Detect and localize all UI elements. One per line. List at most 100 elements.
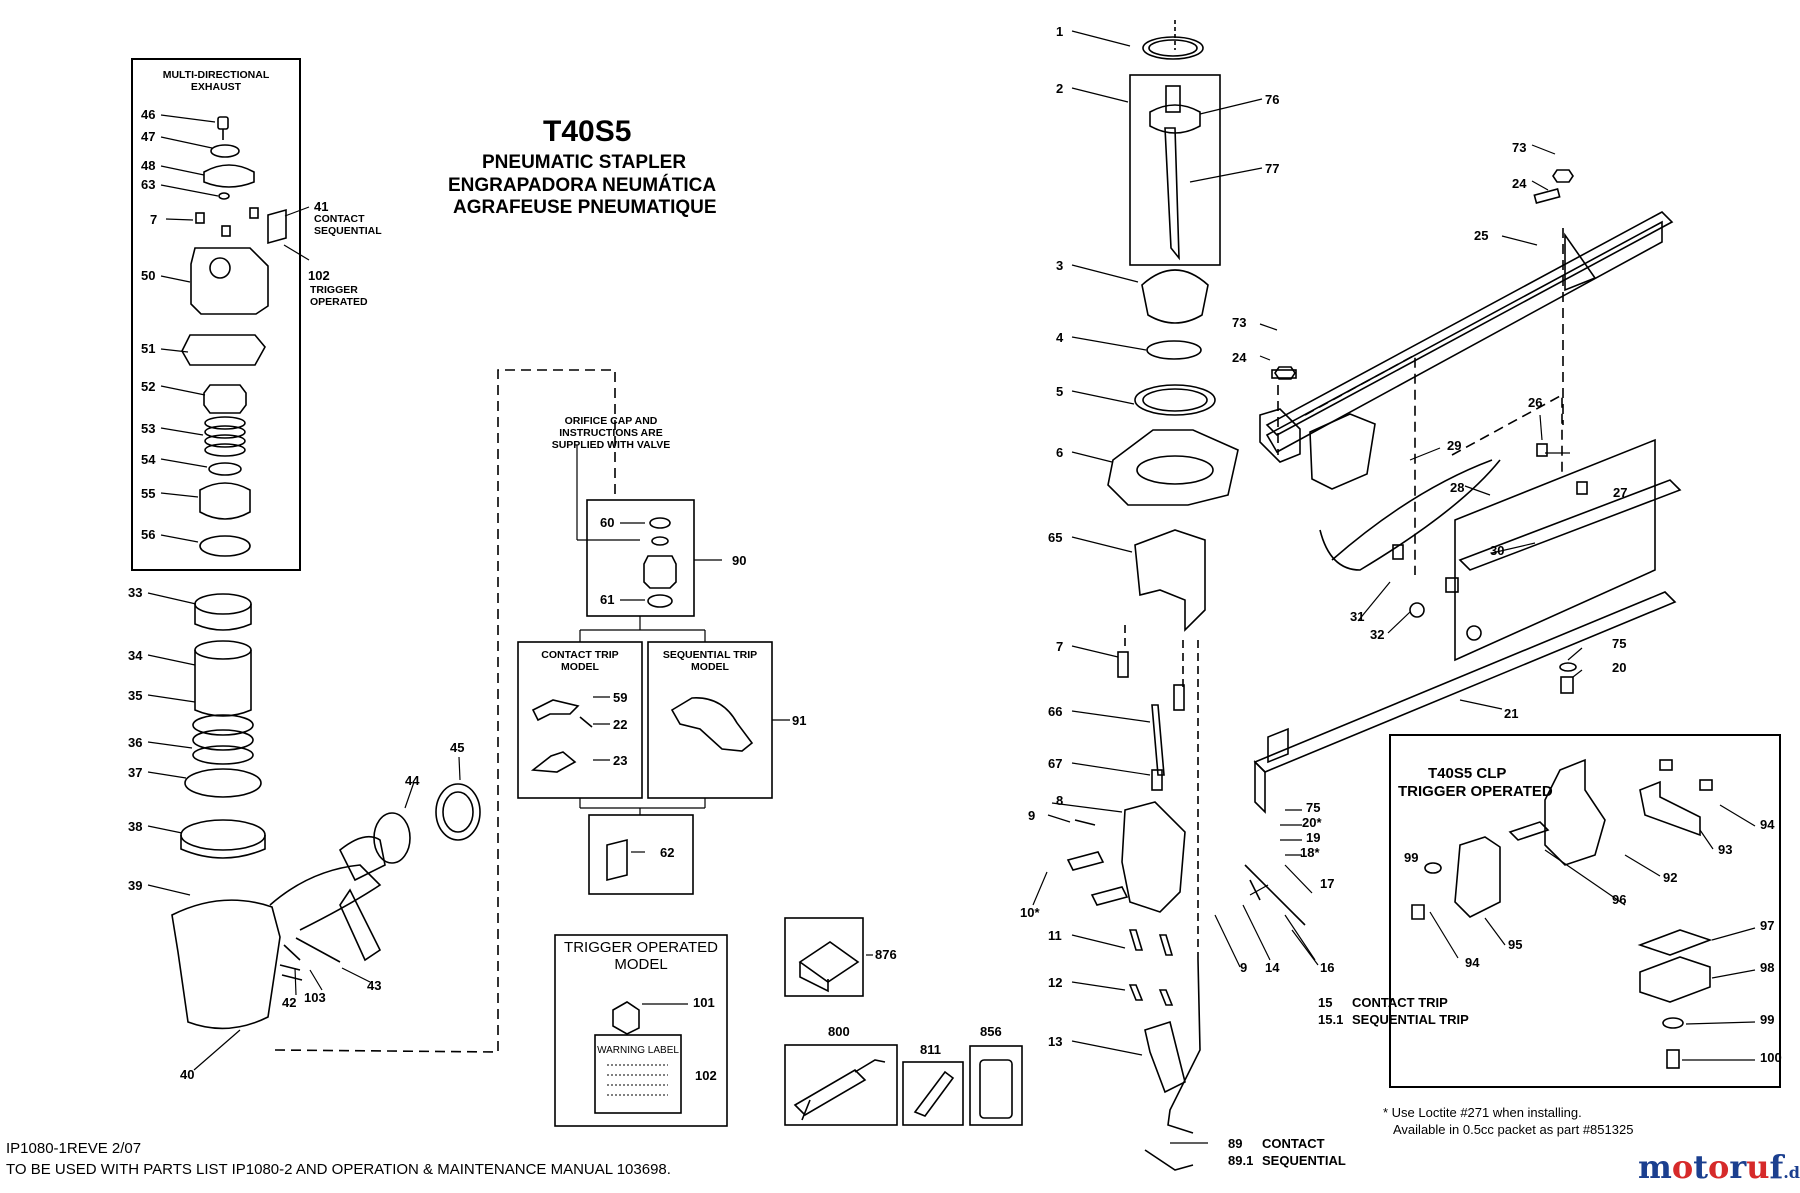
callout-c40: 40: [180, 1067, 195, 1082]
callout-c62: 62: [660, 845, 675, 860]
callout-c55: 55: [141, 486, 156, 501]
callout-c39: 39: [128, 878, 143, 893]
clp-title-1: T40S5 CLP: [1428, 765, 1507, 782]
callout-c23: 23: [613, 753, 628, 768]
callout-c7a: 7: [150, 212, 158, 227]
callout-c16: 16: [1320, 960, 1335, 975]
callout-c31: 31: [1350, 609, 1365, 624]
callout-c21: 21: [1504, 706, 1519, 721]
callout-c94a: 94: [1465, 955, 1480, 970]
callout-c14: 14: [1265, 960, 1280, 975]
callout-c5: 5: [1056, 384, 1064, 399]
brand-letter: o: [1671, 1148, 1694, 1186]
brand-suffix: .de: [1783, 1163, 1800, 1182]
callout-c46: 46: [141, 107, 156, 122]
callout-c9a: 9: [1028, 808, 1036, 823]
warning-label-text: WARNING LABEL: [597, 1045, 679, 1056]
brand-letter: m: [1638, 1148, 1672, 1186]
callout-c8: 8: [1056, 793, 1064, 808]
label-891-text: SEQUENTIAL: [1262, 1153, 1346, 1168]
label-15-text: CONTACT TRIP: [1352, 995, 1448, 1010]
callout-c73a: 73: [1232, 315, 1247, 330]
center-column: [1066, 20, 1306, 1171]
callout-c60: 60: [600, 515, 615, 530]
center-leaders: [1032, 30, 1319, 1144]
brand-letter: u: [1746, 1148, 1770, 1186]
housing-leaders: [147, 592, 461, 1071]
callout-c102b: 102: [695, 1068, 717, 1083]
callout-c18: 18*: [1300, 845, 1320, 860]
callout-c19: 19: [1306, 830, 1321, 845]
callout-c33: 33: [128, 585, 143, 600]
exhaust-title: MULTI-DIRECTIONAL EXHAUST: [162, 69, 270, 93]
card-856-box: [969, 1045, 1023, 1126]
callout-c43: 43: [367, 978, 382, 993]
callout-c34: 34: [128, 648, 143, 663]
callout-c45: 45: [450, 740, 465, 755]
dashed-connector: [274, 369, 616, 1053]
title-fr: AGRAFEUSE PNEUMATIQUE: [453, 197, 717, 218]
callout-c27: 27: [1613, 485, 1628, 500]
orifice-note: ORIFICE CAP AND INSTRUCTIONS ARE SUPPLIE…: [551, 415, 671, 451]
callout-c94b: 94: [1760, 817, 1775, 832]
callout-c59: 59: [613, 690, 628, 705]
housing-parts: [171, 593, 481, 1030]
callout-c90: 90: [732, 553, 747, 568]
brand-letter: r: [1729, 1148, 1747, 1186]
callout-c76: 76: [1265, 92, 1280, 107]
callout-c30: 30: [1490, 543, 1505, 558]
callout-c73b: 73: [1512, 140, 1527, 155]
callout-c1: 1: [1056, 24, 1064, 39]
callout-c54: 54: [141, 452, 156, 467]
brand-letter: o: [1707, 1148, 1730, 1186]
trigger-operated-label: TRIGGER OPERATED: [310, 284, 368, 308]
label-151-num: 15.1: [1318, 1012, 1344, 1027]
callout-c48: 48: [141, 158, 156, 173]
callout-c75b: 75: [1306, 800, 1321, 815]
bracket-62-box: [588, 814, 694, 895]
callout-c22: 22: [613, 717, 628, 732]
exhaust-leaders: [160, 114, 310, 543]
label-151-text: SEQUENTIAL TRIP: [1352, 1012, 1469, 1027]
callout-c10: 10*: [1020, 905, 1040, 920]
label-89-text: CONTACT: [1262, 1136, 1325, 1151]
callout-c99a: 99: [1404, 850, 1419, 865]
callout-c50: 50: [141, 268, 156, 283]
loctite-note-2: Available in 0.5cc packet as part #85132…: [1393, 1122, 1634, 1137]
callout-c6: 6: [1056, 445, 1064, 460]
callout-c63: 63: [141, 177, 156, 192]
title-en: PNEUMATIC STAPLER: [482, 152, 687, 173]
clp-title-2: TRIGGER OPERATED: [1398, 783, 1553, 800]
callout-c51: 51: [141, 341, 156, 356]
loctite-note-1: * Use Loctite #271 when installing.: [1383, 1105, 1582, 1120]
magazine-leaders: [1259, 144, 1583, 710]
callout-c811: 811: [920, 1042, 941, 1057]
callout-c41: 41: [314, 199, 329, 214]
callout-c20a: 20: [1612, 660, 1627, 675]
callout-c53: 53: [141, 421, 156, 436]
callout-c856: 856: [980, 1024, 1002, 1039]
callout-c38: 38: [128, 819, 143, 834]
callout-c91: 91: [792, 713, 807, 728]
label-89-num: 89: [1228, 1136, 1243, 1151]
callout-c101: 101: [693, 995, 715, 1010]
callout-c26: 26: [1528, 395, 1543, 410]
callout-c24b: 24: [1512, 176, 1527, 191]
grease-gun-800-box: [784, 1044, 898, 1126]
callout-c96: 96: [1612, 892, 1627, 907]
callout-c44: 44: [405, 773, 420, 788]
callout-c29: 29: [1447, 438, 1462, 453]
brand-letter: t: [1693, 1148, 1708, 1186]
callout-c56: 56: [141, 527, 156, 542]
brand-logo[interactable]: motoruf.de: [1638, 1148, 1800, 1186]
callout-c67: 67: [1048, 756, 1063, 771]
exhaust-parts: [181, 116, 287, 557]
clp-parts: [1411, 758, 1713, 1069]
contact-sequential-label: CONTACT SEQUENTIAL: [314, 213, 382, 237]
callout-c77: 77: [1265, 161, 1280, 176]
callout-c97: 97: [1760, 918, 1775, 933]
title-es: ENGRAPADORA NEUMÁTICA: [448, 175, 717, 196]
callout-c75a: 75: [1612, 636, 1627, 651]
footer-usage: TO BE USED WITH PARTS LIST IP1080-2 AND …: [6, 1161, 671, 1178]
callout-c93: 93: [1718, 842, 1733, 857]
